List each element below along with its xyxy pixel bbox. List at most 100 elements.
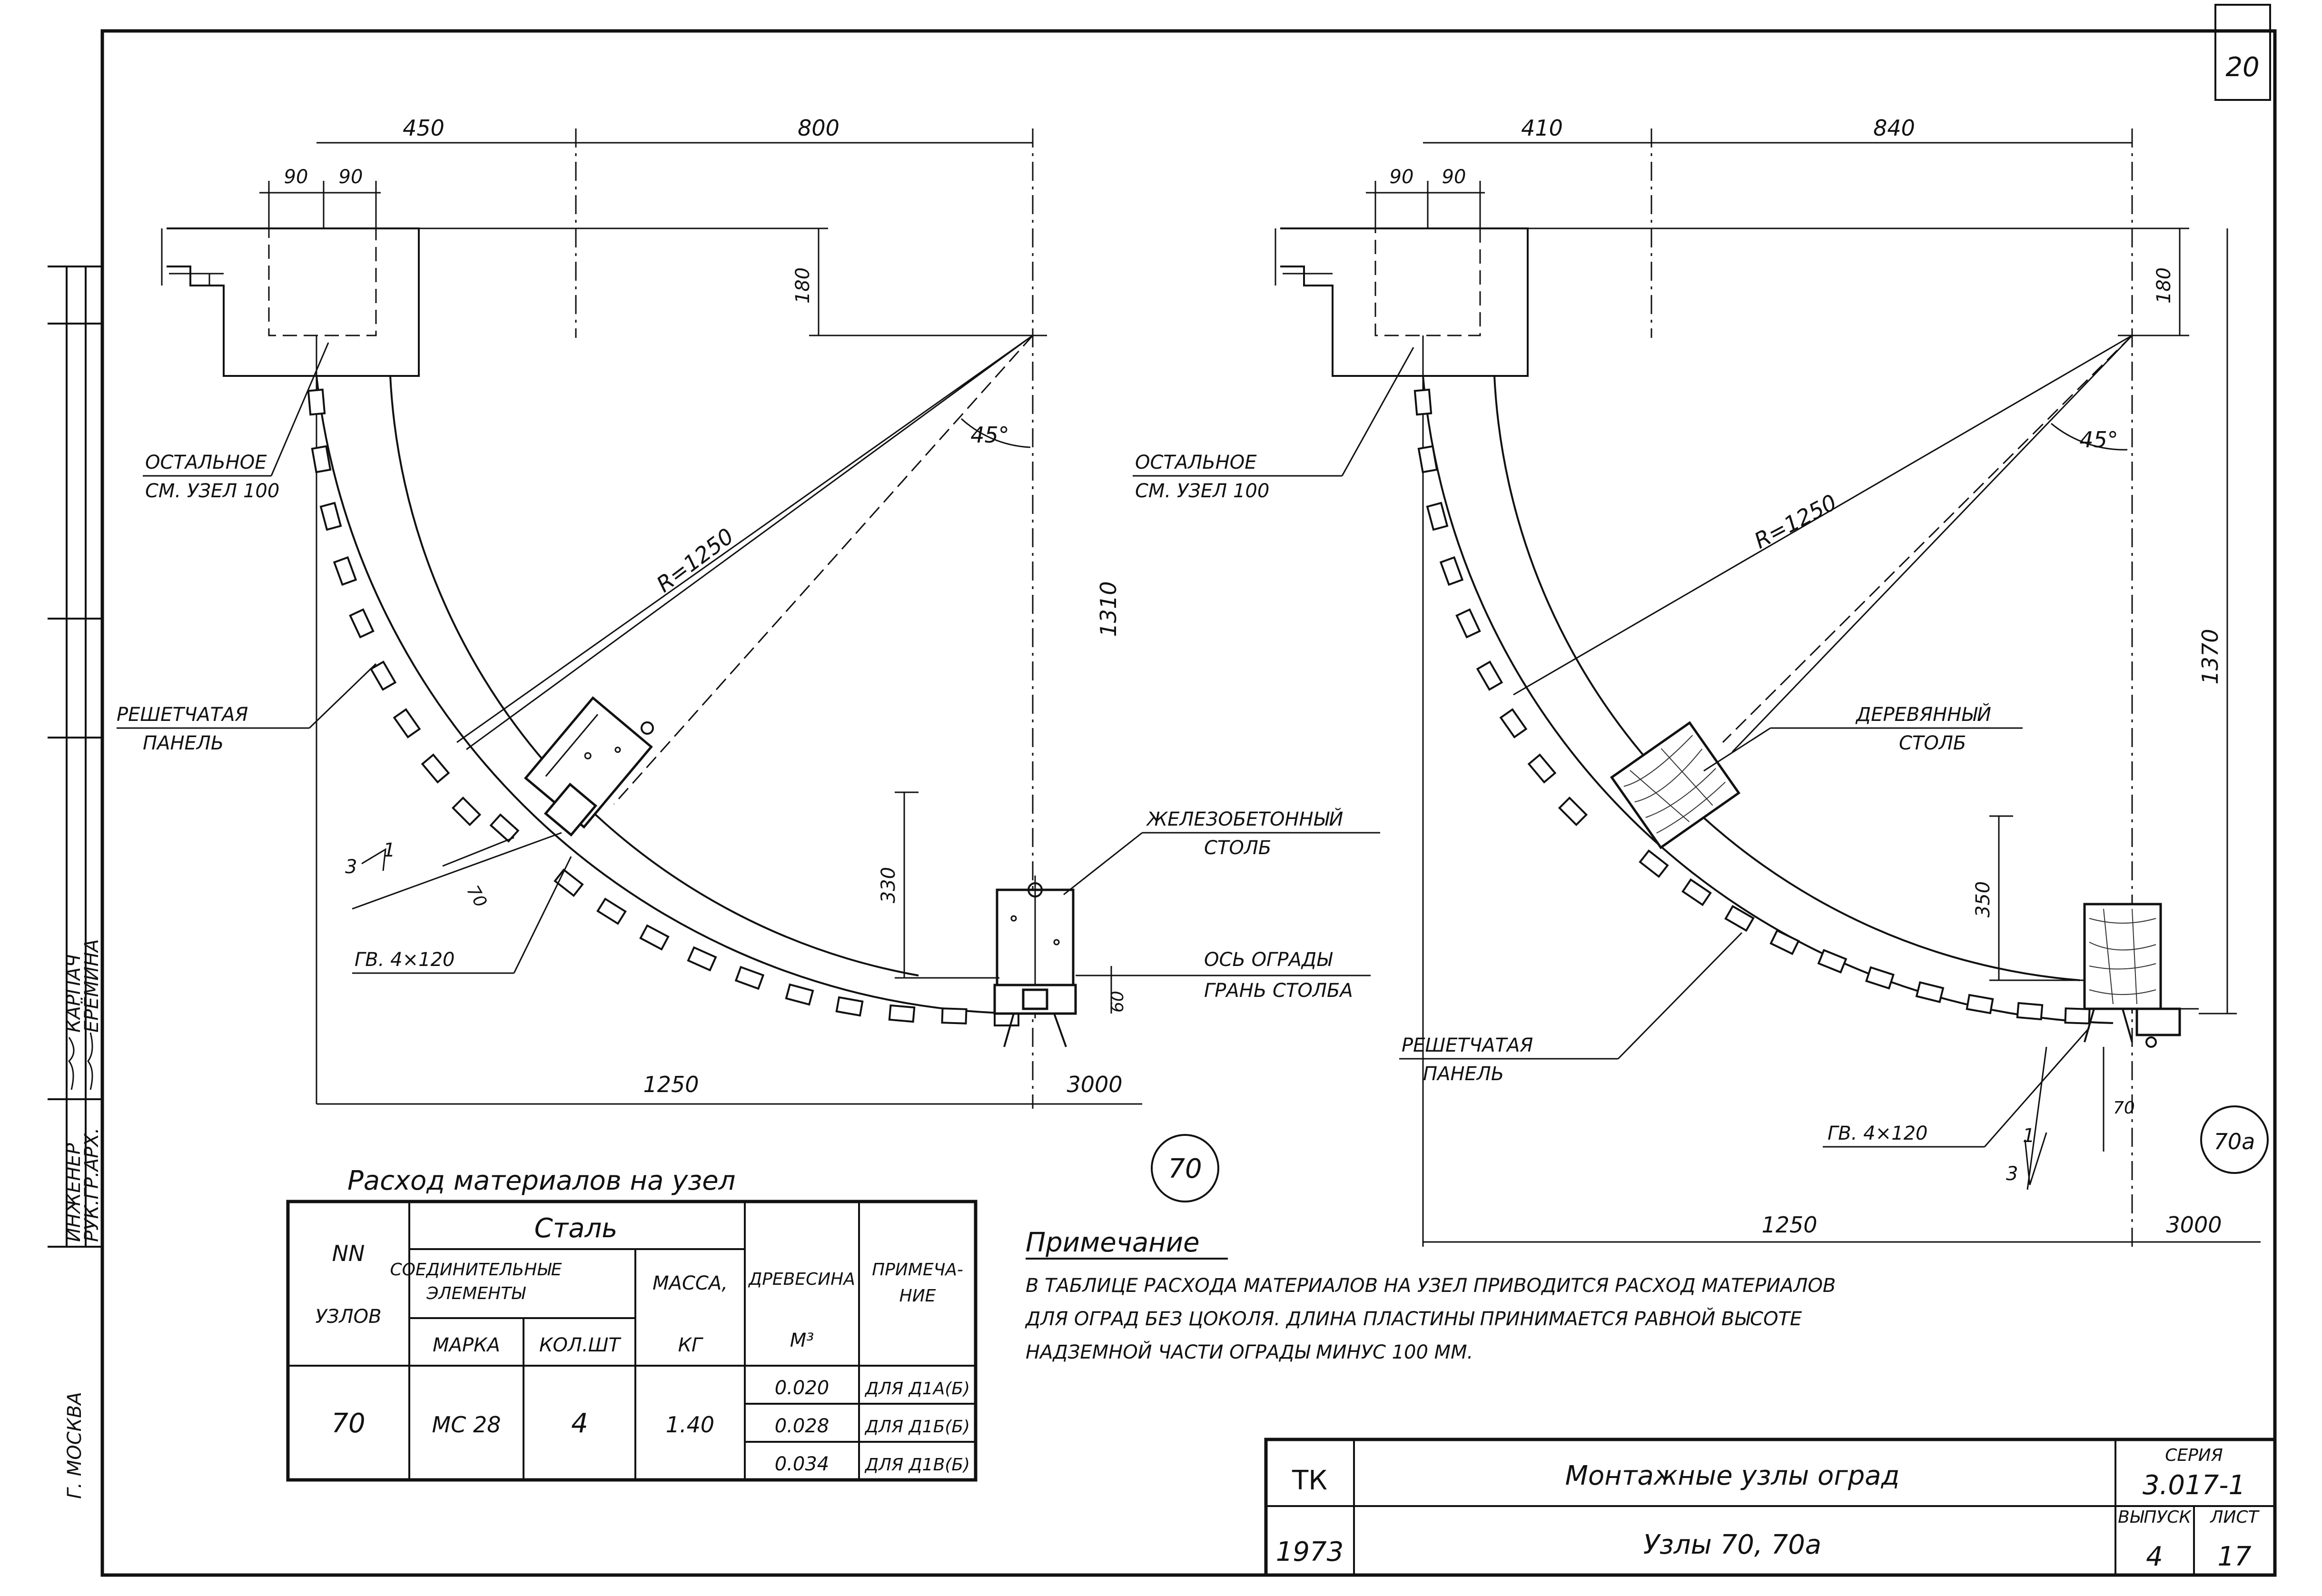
note-title: Примечание — [1026, 1227, 1200, 1258]
label-rest-1: ОСТАЛЬНОЕ — [145, 452, 267, 473]
label-wood-post-2: СТОЛБ — [1899, 732, 1966, 754]
dim-90a-r: 90 — [1390, 166, 1414, 188]
th-mass-2: КГ — [678, 1334, 703, 1356]
dim-90b-r: 90 — [1442, 166, 1466, 188]
dim-1370: 1370 — [2197, 629, 2223, 684]
dim-1250-r: 1250 — [1761, 1212, 1817, 1238]
slope-3: 3 — [345, 856, 357, 878]
dim-800: 800 — [798, 115, 840, 141]
badge-70: 70 — [1168, 1153, 1202, 1184]
th-conn-2: ЭЛЕМЕНТЫ — [426, 1284, 526, 1303]
year: 1973 — [1276, 1537, 1344, 1567]
th-note-1: ПРИМЕЧА- — [872, 1260, 963, 1280]
label-panel-1-r: РЕШЕТЧАТАЯ — [1402, 1034, 1533, 1056]
inner-arc — [389, 375, 919, 976]
dim-1310: 1310 — [1096, 581, 1121, 637]
role-engineer: ИНЖЕНЕР — [63, 1143, 85, 1242]
dim-90b: 90 — [339, 166, 363, 188]
label-rc-post-1: ЖЕЛЕЗОБЕТОННЫЙ — [1146, 808, 1343, 830]
surname-karpach: КАРПАЧ — [63, 954, 85, 1033]
label-rest-2: СМ. УЗЕЛ 100 — [145, 480, 279, 502]
cell-wood-3: 0.034 — [775, 1453, 830, 1475]
slats-left — [307, 388, 1019, 1026]
dim-410: 410 — [1521, 115, 1563, 141]
surname-eremina: ЕРЁМИНА — [80, 939, 103, 1033]
org-mark: ТК — [1292, 1465, 1327, 1496]
cell-mark: МС 28 — [432, 1412, 501, 1438]
slab-outline — [167, 227, 420, 377]
cell-mass: 1.40 — [666, 1412, 714, 1438]
city-label: Г. МОСКВА — [64, 1392, 86, 1499]
sheet-frame — [100, 29, 2277, 1577]
45-line — [613, 335, 1034, 805]
wooden-bottom-post — [2083, 903, 2199, 1048]
concrete-post-bottom — [993, 876, 1077, 1047]
sheet-title: Монтажные узлы оград — [1565, 1460, 1900, 1491]
th-mark: МАРКА — [433, 1334, 500, 1356]
label-rc-post-2: СТОЛБ — [1204, 837, 1271, 859]
dim-70: 70 — [463, 882, 490, 911]
issue-value: 4 — [2146, 1541, 2163, 1572]
approval-strip: КАРПАЧ ЕРЁМИНА ИНЖЕНЕР РУК.ГР.АРХ. Г. МО… — [48, 266, 103, 1499]
slope-3-r: 3 — [2006, 1163, 2018, 1185]
dim-3000: 3000 — [1067, 1072, 1122, 1097]
th-steel: Сталь — [534, 1213, 618, 1244]
series-value: 3.017-1 — [2143, 1470, 2245, 1501]
th-mass-1: МАССА, — [652, 1272, 728, 1294]
radius-line — [466, 335, 1033, 750]
node-70-drawing: 450 800 90 90 180 1310 45° R=1250 — [117, 115, 1380, 1202]
role-head-architect: РУК.ГР.АРХ. — [81, 1128, 103, 1242]
dim-60: 60 — [1108, 991, 1127, 1013]
cell-note-3: ДЛЯ Д1В(Б) — [864, 1455, 970, 1475]
label-panel-1: РЕШЕТЧАТАЯ — [117, 704, 248, 726]
label-wood-post-1: ДЕРЕВЯННЫЙ — [1855, 703, 1991, 726]
cell-wood-1: 0.020 — [775, 1377, 830, 1399]
page-number-box — [2214, 4, 2271, 101]
dim-180: 180 — [792, 267, 814, 304]
sheet-subtitle: Узлы 70, 70а — [1643, 1529, 1821, 1560]
angle-arc — [960, 418, 1031, 448]
th-wood: ДРЕВЕСИНА — [748, 1270, 855, 1289]
dim-3000-r: 3000 — [2166, 1212, 2222, 1238]
dim-840: 840 — [1873, 115, 1915, 141]
label-axis-2: ГРАНЬ СТОЛБА — [1204, 980, 1353, 1002]
th-nodes: УЗЛОВ — [315, 1306, 381, 1328]
note-block: Примечание В ТАБЛИЦЕ РАСХОДА МАТЕРИАЛОВ … — [1025, 1227, 1836, 1363]
th-note-2: НИЕ — [899, 1286, 936, 1306]
middle-joint-post — [524, 696, 653, 837]
cap-block — [268, 227, 377, 336]
radius-label-r: R=1250 — [1750, 489, 1841, 554]
label-panel-2-r: ПАНЕЛЬ — [1423, 1063, 1504, 1085]
angle-45: 45° — [970, 422, 1009, 448]
note-line-2: ДЛЯ ОГРАД БЕЗ ЦОКОЛЯ. ДЛИНА ПЛАСТИНЫ ПРИ… — [1025, 1307, 1802, 1330]
dim-180-r: 180 — [2153, 267, 2175, 304]
series-label: СЕРИЯ — [2165, 1446, 2223, 1465]
dim-90a: 90 — [284, 166, 308, 188]
label-nail-left: ГВ. 4×120 — [355, 949, 455, 971]
th-wood-unit: М³ — [790, 1330, 814, 1351]
th-qty: КОЛ.ШТ — [539, 1334, 622, 1356]
title-block: ТК 1973 Монтажные узлы оград Узлы 70, 70… — [1264, 1438, 2277, 1577]
label-axis-1: ОСЬ ОГРАДЫ — [1204, 949, 1333, 971]
slats-right — [1413, 388, 2091, 1025]
label-rest-1-r: ОСТАЛЬНОЕ — [1135, 452, 1257, 473]
materials-title: Расход материалов на узел — [347, 1165, 735, 1196]
label-rest-2-r: СМ. УЗЕЛ 100 — [1135, 480, 1269, 502]
cell-qty: 4 — [571, 1408, 588, 1439]
angle-45-r: 45° — [2079, 427, 2118, 453]
dim-350: 350 — [1972, 881, 1994, 917]
page-number: 20 — [2225, 52, 2259, 83]
issue-label: ВЫПУСК — [2118, 1507, 2192, 1527]
note-line-3: НАДЗЕМНОЙ ЧАСТИ ОГРАДЫ МИНУС 100 ММ. — [1026, 1340, 1473, 1363]
cell-note-2: ДЛЯ Д1Б(Б) — [864, 1417, 970, 1437]
dim-1250: 1250 — [643, 1072, 699, 1097]
badge-70a: 70а — [2214, 1129, 2255, 1154]
th-conn-1: СОЕДИНИТЕЛЬНЫЕ — [390, 1260, 562, 1280]
sheet-value: 17 — [2217, 1541, 2252, 1572]
dim-70-r: 70 — [2113, 1098, 2135, 1118]
th-nn: NN — [332, 1241, 365, 1266]
wooden-middle-post — [1610, 721, 1741, 849]
cell-wood-2: 0.028 — [775, 1415, 830, 1437]
slope-1-r: 1 — [2023, 1125, 2035, 1147]
